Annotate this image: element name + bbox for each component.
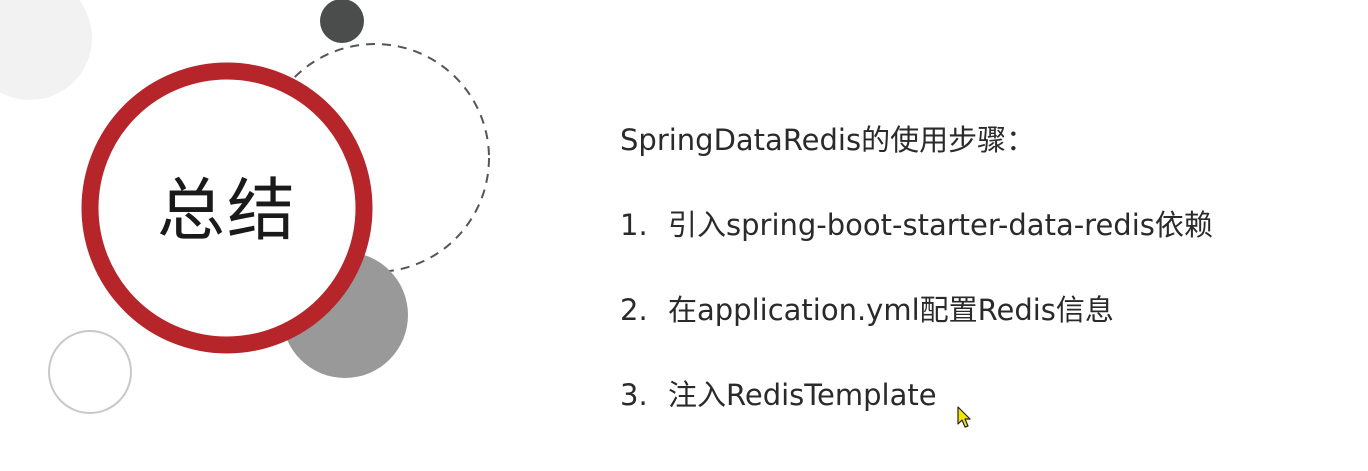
mouse-pointer-icon	[957, 406, 971, 428]
summary-content: SpringDataRedis的使用步骤： 1. 引入spring-boot-st…	[620, 118, 1320, 417]
step-text: 引入spring-boot-starter-data-redis依赖	[668, 208, 1213, 242]
slide-title: 总结	[156, 172, 297, 251]
dark-gray-circle	[320, 0, 364, 43]
list-item: 1. 引入spring-boot-starter-data-redis依赖	[620, 203, 1320, 247]
step-number: 1.	[620, 208, 648, 242]
steps-list: 1. 引入spring-boot-starter-data-redis依赖 2. 在…	[620, 203, 1320, 417]
list-item: 2. 在application.yml配置Redis信息	[620, 288, 1320, 332]
thin-outline-circle	[48, 330, 132, 414]
red-ring-circle	[81, 62, 373, 354]
steps-heading: SpringDataRedis的使用步骤：	[620, 123, 1036, 157]
step-number: 3.	[620, 378, 648, 412]
light-gray-circle	[0, 0, 92, 100]
step-text: 注入RedisTemplate	[668, 378, 937, 412]
list-item: 3. 注入RedisTemplate	[620, 373, 1320, 417]
step-text: 在application.yml配置Redis信息	[668, 293, 1114, 327]
step-number: 2.	[620, 293, 648, 327]
